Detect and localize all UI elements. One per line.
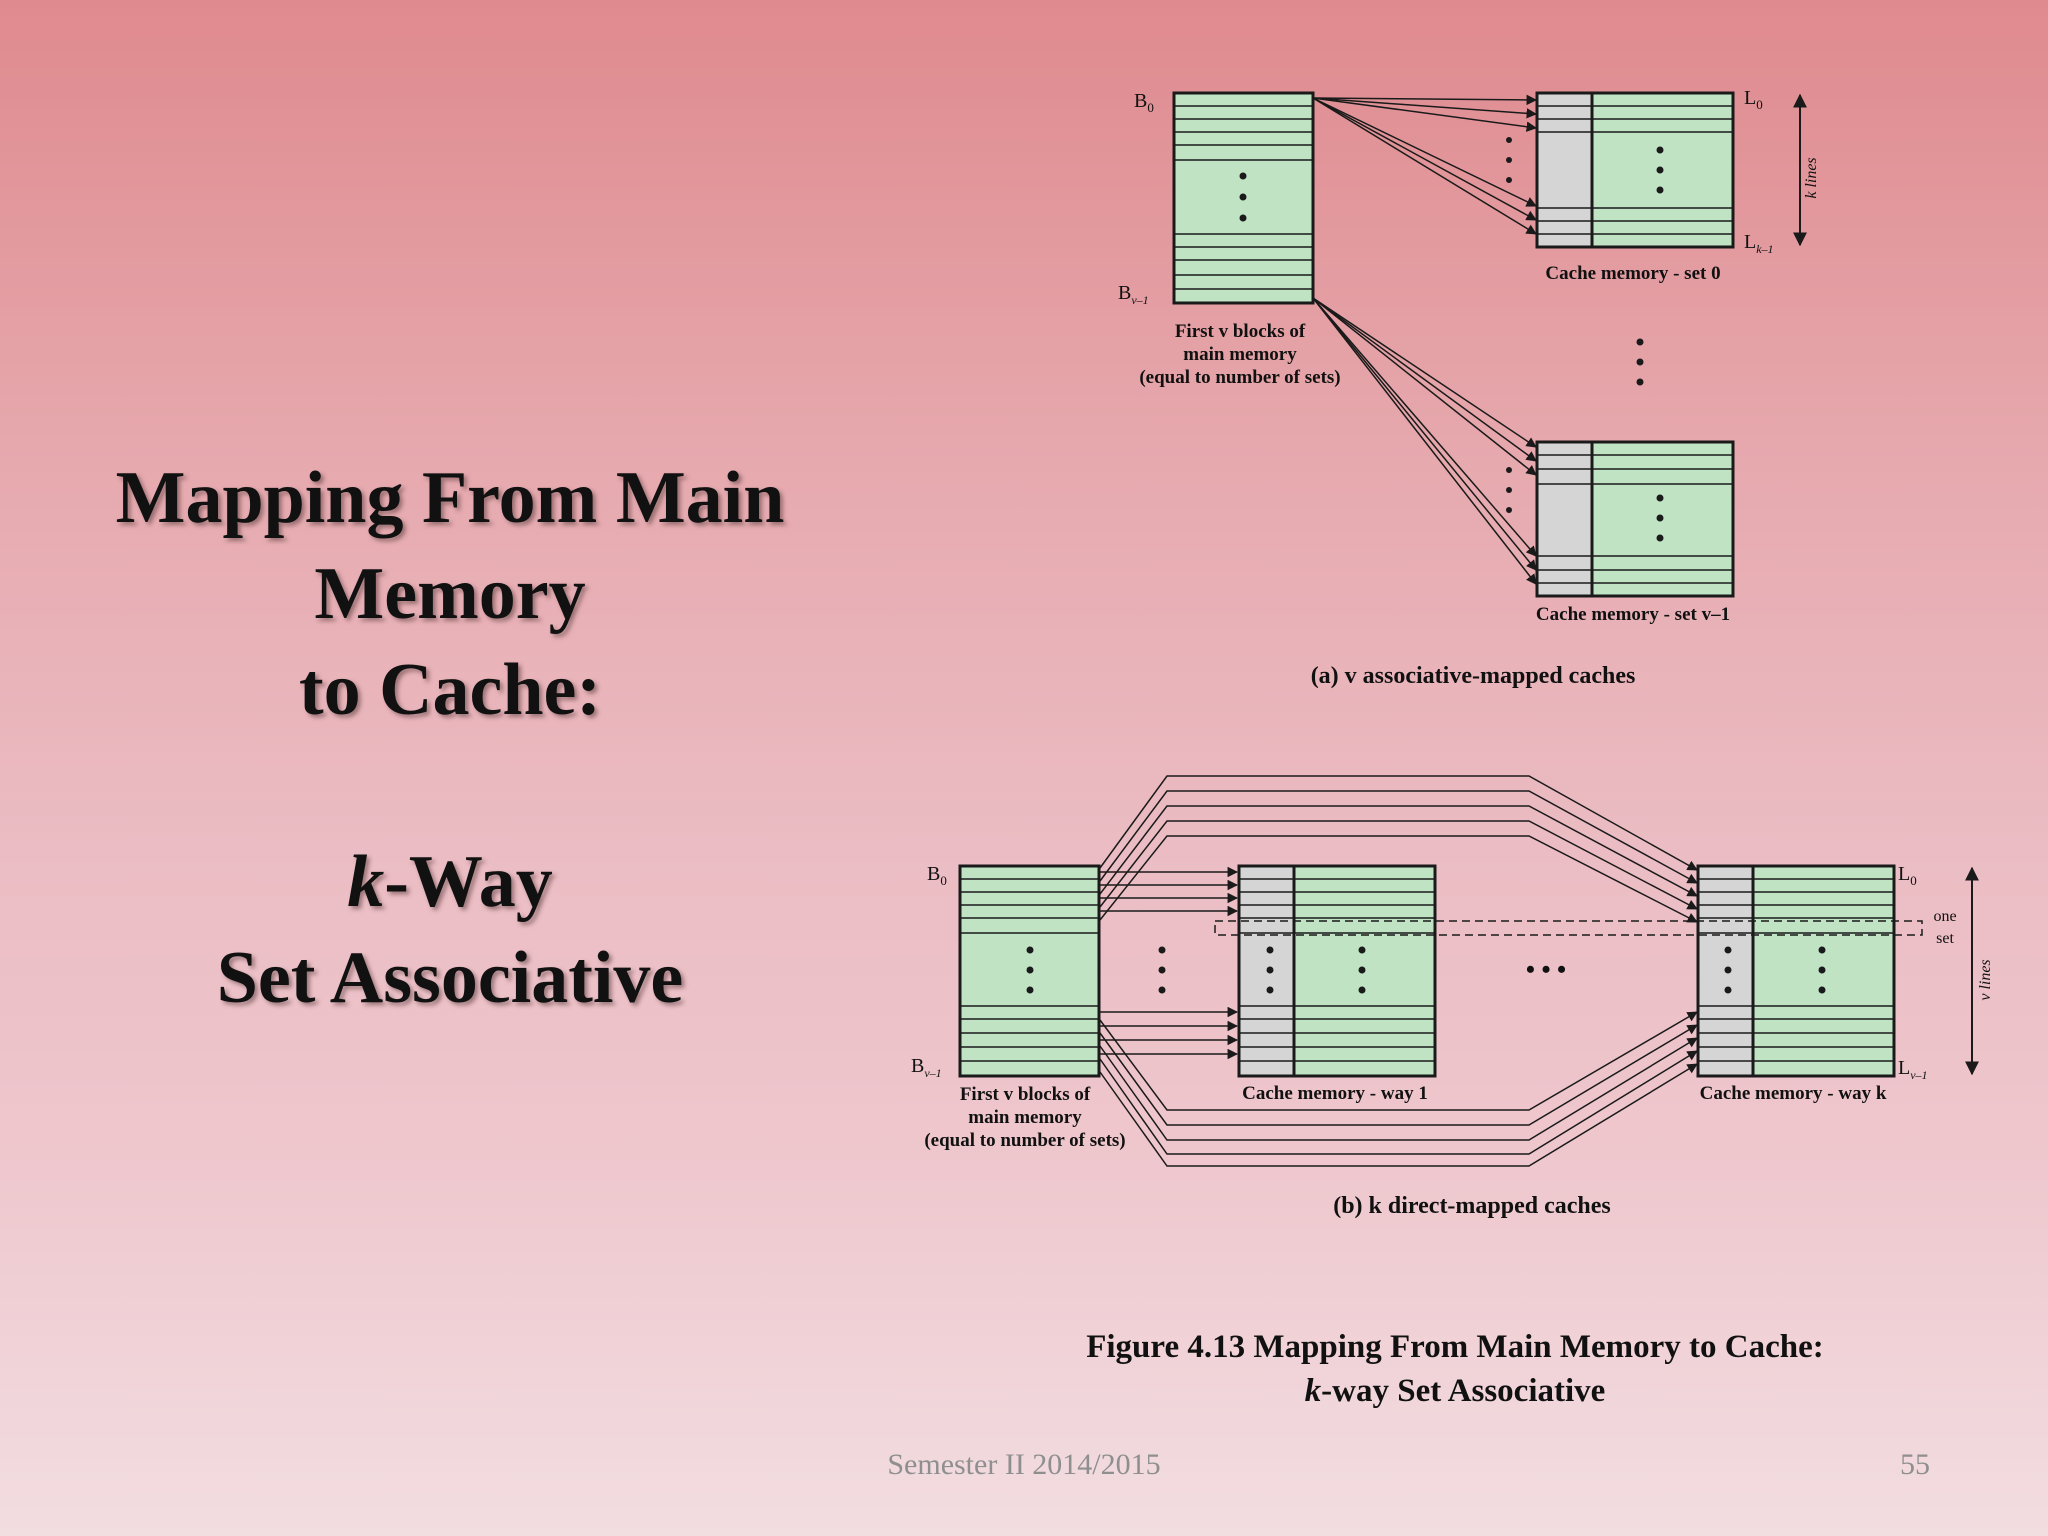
arrows-wayk-bottom xyxy=(1099,1011,1698,1167)
v-lines-label: v lines xyxy=(1977,959,1994,1000)
cache-setv1-label: Cache memory - set v–1 xyxy=(1536,604,1730,625)
slide-title: Mapping From Main Memory to Cache: k-Way… xyxy=(60,450,840,1026)
memory-caption-a-2: main memory xyxy=(1183,344,1297,365)
title-line: Memory xyxy=(314,553,586,635)
arrows-set0 xyxy=(1312,94,1538,235)
cache-set0-label: Cache memory - set 0 xyxy=(1545,263,1720,284)
one-set-box xyxy=(1214,920,1923,936)
memory-caption-b-3: (equal to number of sets) xyxy=(924,1130,1125,1151)
title-line: Mapping From Main xyxy=(115,457,785,539)
title-way: -Way xyxy=(384,841,553,923)
figure-caption-line2: k-way Set Associative xyxy=(980,1369,1930,1413)
title-line: to Cache: xyxy=(298,649,602,731)
figure-caption-k: k xyxy=(1304,1373,1322,1409)
cache-way1-label: Cache memory - way 1 xyxy=(1242,1083,1428,1104)
arrows-setv1 xyxy=(1312,297,1537,585)
memory-caption-a-1: First v blocks of xyxy=(1175,321,1306,342)
cache-wayk-label: Cache memory - way k xyxy=(1700,1083,1887,1104)
set-label: set xyxy=(1936,930,1954,947)
label-lk1-a: Lk–1 xyxy=(1744,231,1774,256)
one-label: one xyxy=(1933,908,1956,925)
cache-wayk xyxy=(1696,864,1896,1078)
title-line: k-Way xyxy=(60,834,840,930)
cache-setv1 xyxy=(1535,440,1735,598)
k-lines-label: k lines xyxy=(1803,157,1820,198)
footer-text: Semester II 2014/2015 xyxy=(887,1448,1161,1481)
part-b: B0 Bv–1 First v blocks of main memory (e… xyxy=(911,775,1994,1219)
title-k: k xyxy=(347,841,385,923)
part-a: B0 Bv–1 First v blocks of main memory (e… xyxy=(1118,87,1820,689)
label-bv1-b: Bv–1 xyxy=(911,1055,942,1080)
figure-caption-rest: -way Set Associative xyxy=(1321,1373,1606,1409)
ways-ellipsis: • • • xyxy=(1526,955,1566,984)
label-b0-b: B0 xyxy=(927,863,947,888)
caption-b: (b) k direct-mapped caches xyxy=(1333,1193,1611,1219)
arrows-wayk-top xyxy=(1099,775,1698,923)
page-number: 55 xyxy=(1900,1448,1930,1481)
label-bv1-a: Bv–1 xyxy=(1118,282,1149,307)
memory-caption-b-1: First v blocks of xyxy=(960,1084,1091,1105)
cache-set0 xyxy=(1535,91,1735,249)
figure-caption: Figure 4.13 Mapping From Main Memory to … xyxy=(980,1325,1930,1413)
cache-way1 xyxy=(1237,864,1437,1078)
label-l0-b: L0 xyxy=(1898,863,1917,888)
label-b0-a: B0 xyxy=(1134,90,1154,115)
arrows-way1 xyxy=(1100,866,1239,1060)
title-line: Set Associative xyxy=(216,937,684,1019)
label-lv1-b: Lv–1 xyxy=(1898,1057,1928,1082)
figure-caption-line1: Figure 4.13 Mapping From Main Memory to … xyxy=(1086,1329,1824,1365)
caption-a: (a) v associative-mapped caches xyxy=(1311,663,1636,689)
label-l0-a: L0 xyxy=(1744,87,1763,112)
memory-caption-b-2: main memory xyxy=(968,1107,1082,1128)
main-memory-a xyxy=(1172,91,1315,305)
main-memory-b xyxy=(958,864,1101,1078)
memory-caption-a-3: (equal to number of sets) xyxy=(1139,367,1340,388)
